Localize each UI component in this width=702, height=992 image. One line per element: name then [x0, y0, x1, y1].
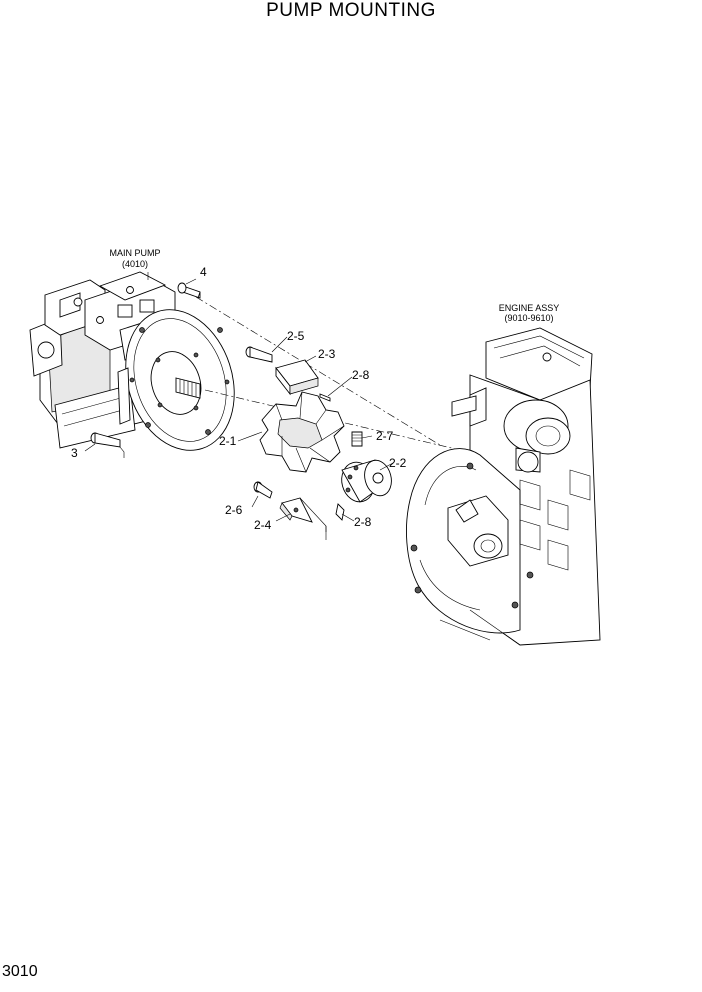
- callout-2-8-upper: 2-8: [352, 368, 370, 382]
- callout-2-8-lower: 2-8: [354, 515, 372, 529]
- callout-2-5: 2-5: [287, 329, 305, 343]
- callout-4: 4: [200, 265, 207, 279]
- callout-2-6: 2-6: [225, 503, 243, 517]
- bolt-4-drawing: [177, 282, 201, 299]
- main-pump-label: MAIN PUMP: [109, 248, 160, 258]
- bolt-2-5-drawing: [245, 346, 273, 363]
- callout-2-3: 2-3: [318, 347, 336, 361]
- pin-2-8-lower-drawing: [335, 503, 345, 521]
- setscrew-2-7-drawing: [351, 431, 363, 447]
- engine-drawing: [406, 327, 601, 646]
- callout-2-2: 2-2: [389, 456, 407, 470]
- hub-2-2-drawing: [341, 459, 392, 503]
- page-number: 3010: [2, 963, 38, 980]
- engine-assy-label: ENGINE ASSY: [499, 303, 560, 313]
- coupling-2-1-drawing: [259, 391, 345, 473]
- main-pump-drawing: [29, 271, 235, 451]
- page-title: PUMP MOUNTING: [266, 0, 436, 21]
- bolt-2-6-drawing: [253, 481, 273, 499]
- bolt-3-drawing: [90, 432, 121, 448]
- callout-3: 3: [71, 446, 78, 460]
- callout-2-7: 2-7: [376, 429, 394, 443]
- part-2-3-drawing: [275, 359, 319, 396]
- callout-2-4: 2-4: [254, 518, 272, 532]
- main-pump-ref: (4010): [122, 259, 148, 269]
- leader-lines: [84, 272, 394, 522]
- pin-2-8-upper-drawing: [319, 393, 331, 402]
- callout-2-1: 2-1: [219, 434, 237, 448]
- key-2-4-drawing: [279, 497, 313, 523]
- engine-assy-ref: (9010-9610): [504, 313, 553, 323]
